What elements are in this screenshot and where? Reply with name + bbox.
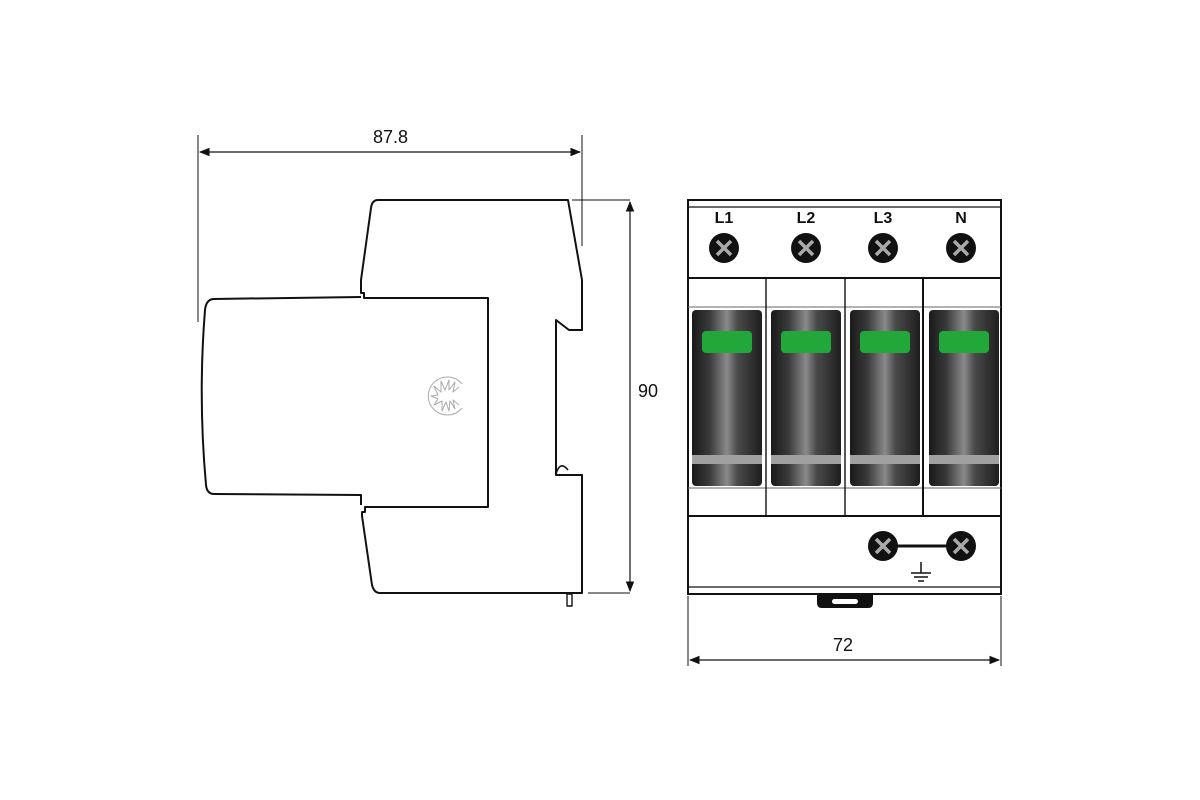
height-dimension-label: 90 — [638, 381, 659, 401]
side-view — [197, 135, 635, 607]
earth-ground-icon — [911, 562, 931, 582]
terminal-label-n: N — [955, 210, 967, 227]
front-view — [687, 199, 1002, 666]
din-clip-pin — [566, 593, 573, 607]
side-front-cap — [200, 296, 362, 505]
terminal-screw-icon — [791, 233, 821, 263]
logo-icon — [427, 376, 463, 416]
protection-module — [771, 310, 841, 486]
terminal-screw-icon — [868, 233, 898, 263]
status-indicator — [939, 331, 989, 353]
protection-module — [850, 310, 920, 486]
terminal-screw-icon — [946, 233, 976, 263]
status-indicator — [860, 331, 910, 353]
status-indicator — [781, 331, 831, 353]
ground-terminal-screw-icon — [868, 531, 898, 561]
protection-module — [692, 310, 762, 486]
depth-dimension-label: 87.8 — [373, 127, 409, 147]
terminal-label-l2: L2 — [796, 210, 816, 227]
terminal-label-l3: L3 — [873, 210, 893, 227]
terminal-label-l1: L1 — [714, 210, 734, 227]
status-indicator — [702, 331, 752, 353]
ground-terminal-screw-icon — [946, 531, 976, 561]
width-dimension-label: 72 — [833, 635, 854, 655]
terminal-screw-icon — [709, 233, 739, 263]
protection-module — [929, 310, 999, 486]
side-body-outline — [360, 199, 583, 594]
